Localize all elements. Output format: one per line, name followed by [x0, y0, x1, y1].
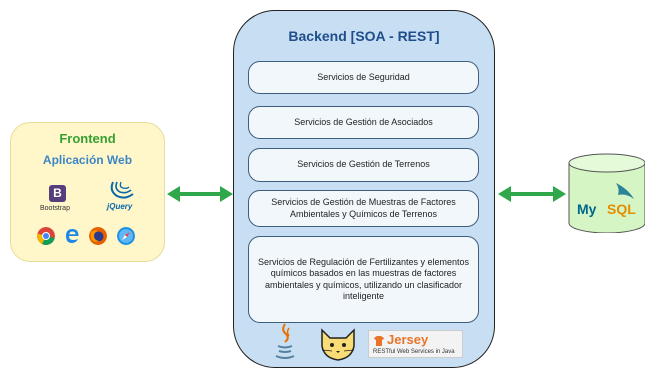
jersey-logo: Jersey RESTful Web Services in Java	[368, 330, 463, 358]
backend-box: Backend [SOA - REST] Servicios de Seguri…	[233, 10, 495, 368]
service-regulacion: Servicios de Regulación de Fertilizantes…	[248, 236, 479, 323]
backend-title: Backend [SOA - REST]	[288, 28, 440, 44]
bootstrap-icon: B	[49, 185, 66, 202]
frontend-subtitle: Aplicación Web	[42, 153, 133, 167]
service-asociados: Servicios de Gestión de Asociados	[248, 106, 479, 139]
bootstrap-label: Bootstrap	[40, 205, 70, 212]
service-terrenos: Servicios de Gestión de Terrenos	[248, 148, 479, 182]
database-cylinder	[568, 153, 645, 233]
firefox-icon	[89, 227, 107, 245]
jersey-subtitle: RESTful Web Services in Java	[373, 349, 455, 355]
tomcat-icon	[321, 328, 355, 361]
mysql-logo-sql: SQL	[607, 201, 636, 217]
jersey-shirt-icon	[374, 336, 384, 346]
frontend-backend-arrow	[167, 186, 233, 202]
jersey-title: Jersey	[387, 332, 429, 347]
safari-icon	[117, 227, 135, 245]
jquery-label: jQuery	[107, 202, 133, 211]
service-seguridad: Servicios de Seguridad	[248, 61, 479, 94]
edge-icon	[66, 229, 79, 243]
jquery-icon	[110, 181, 134, 199]
chrome-icon	[37, 227, 55, 245]
backend-database-arrow	[498, 186, 566, 202]
service-muestras: Servicios de Gestión de Muestras de Fact…	[248, 190, 479, 227]
frontend-title: Frontend	[59, 131, 116, 146]
frontend-box: Frontend Aplicación Web B Bootstrap jQue…	[10, 122, 165, 262]
java-icon	[275, 323, 295, 359]
mysql-logo-my: My	[577, 201, 597, 217]
